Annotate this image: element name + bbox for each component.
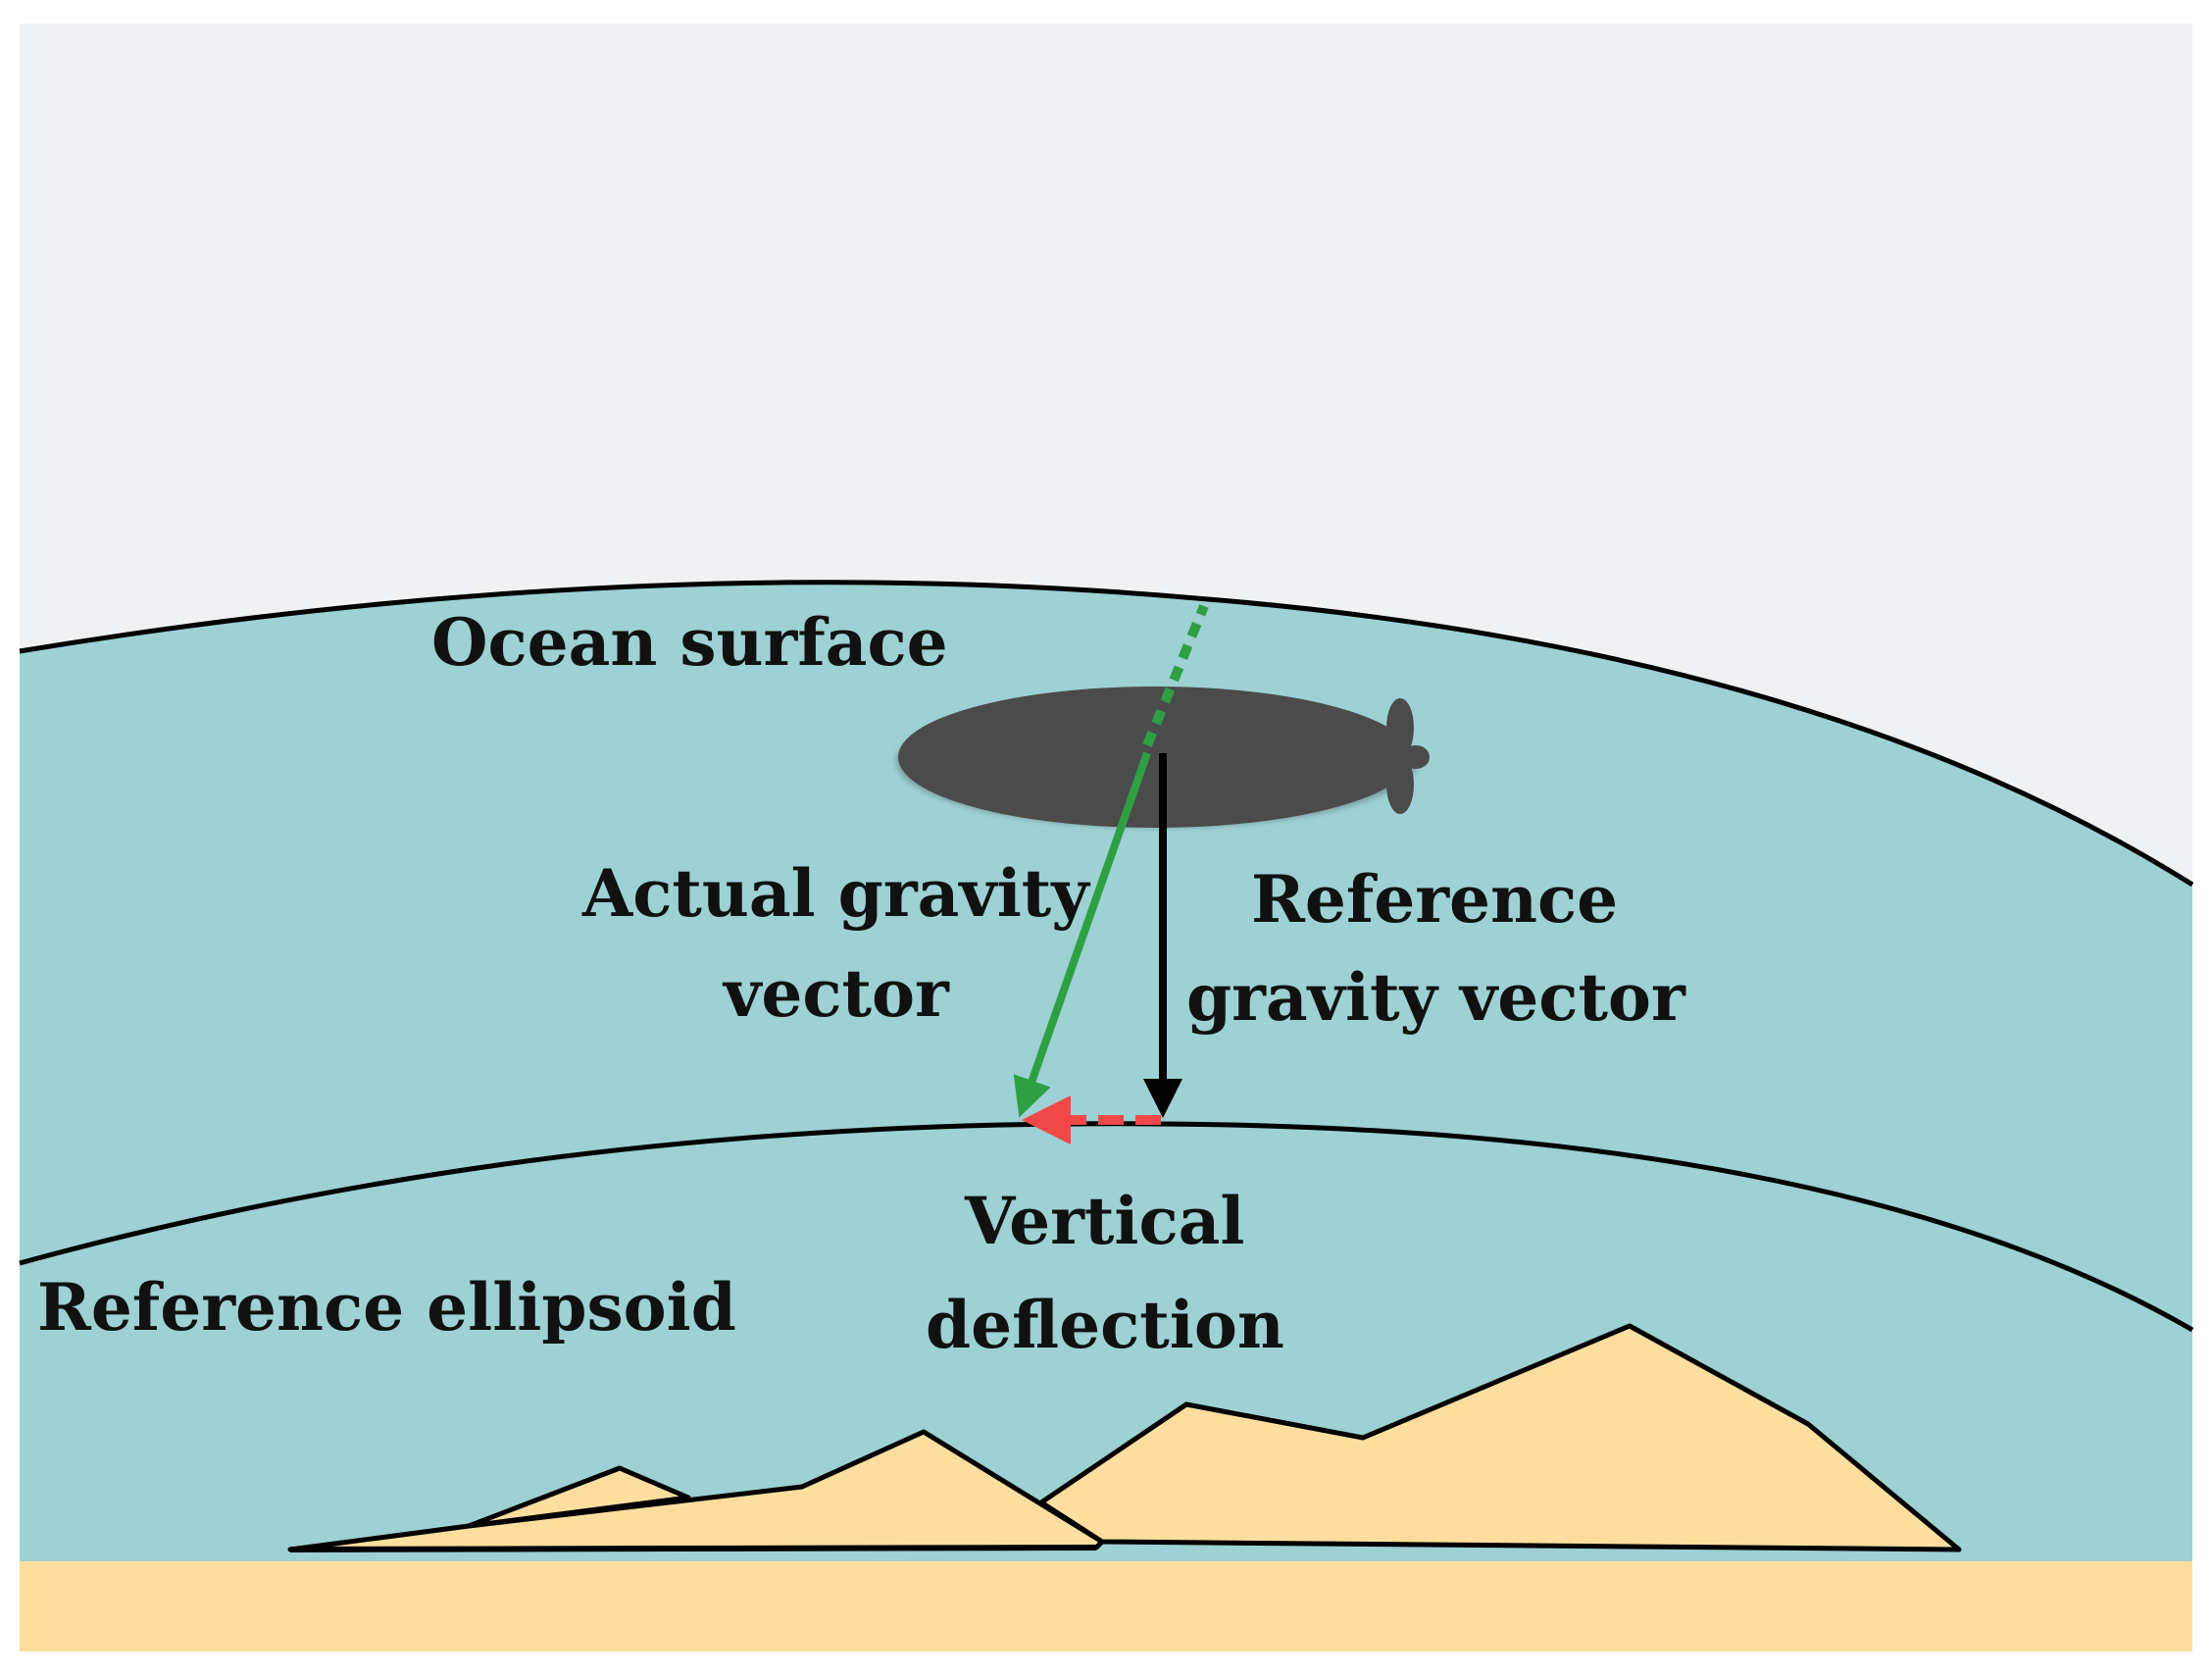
terrain-base-line — [289, 1545, 1097, 1552]
vertical-deflection-label-line1: Vertical — [964, 1183, 1245, 1259]
ocean-surface-line — [19, 580, 2194, 888]
vertical-deflection-label-line2: deflection — [926, 1287, 1284, 1363]
submarine-propeller-bottom — [1386, 755, 1414, 814]
submarine-propeller-hub — [1402, 745, 1430, 769]
actual-gravity-vector — [1013, 751, 1151, 1118]
actual-gravity-extension — [1142, 604, 1209, 747]
reference-ellipsoid-label: Reference ellipsoid — [37, 1269, 736, 1346]
submarine-icon — [896, 686, 1430, 828]
submarine-propeller-top — [1386, 698, 1414, 757]
reference-gravity-label-line1: Reference — [1251, 861, 1618, 938]
submarine-hull — [898, 686, 1412, 828]
seafloor-terrain — [287, 1323, 1962, 1552]
actual-gravity-label-line2: vector — [722, 955, 950, 1032]
seabed — [20, 1561, 2192, 1652]
reference-gravity-label-line2: gravity vector — [1186, 959, 1686, 1036]
terrain-large-mountain — [1038, 1323, 1962, 1552]
ocean-water — [20, 582, 2192, 1561]
ocean-surface-label: Ocean surface — [431, 604, 948, 681]
actual-gravity-label-line1: Actual gravity — [581, 855, 1090, 932]
